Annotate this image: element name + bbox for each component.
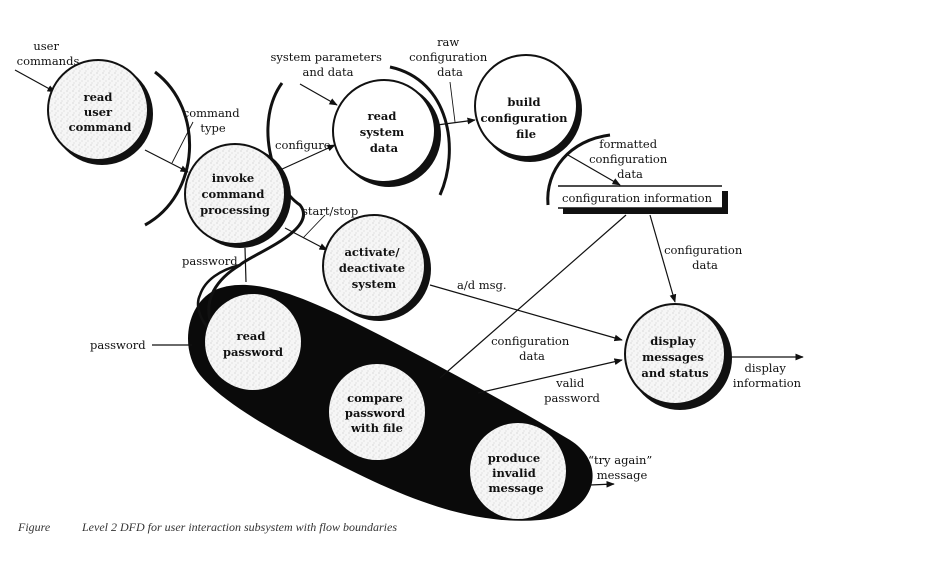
flow-config-data-right bbox=[649, 214, 677, 303]
flow-label-command-type: command type bbox=[183, 106, 243, 135]
flow-start-stop bbox=[284, 227, 328, 251]
process-compare-password-with-file bbox=[329, 364, 425, 460]
process-activate-deactivate-system bbox=[322, 214, 431, 321]
process-label-activate-deactivate-system: activate/ deactivate system bbox=[339, 245, 409, 291]
flow-label-start-stop: start/stop bbox=[302, 204, 358, 218]
flow-password-internal bbox=[244, 247, 247, 283]
flow-valid-password bbox=[477, 358, 623, 394]
flow-label-raw-configuration-data: raw configuration data bbox=[409, 35, 491, 79]
flow-label-system-parameters: system parameters and data bbox=[270, 50, 385, 79]
process-produce-invalid-message bbox=[470, 423, 566, 519]
process-read-user-command bbox=[47, 59, 153, 165]
flow-configure bbox=[279, 144, 336, 171]
process-label-compare-password-with-file: compare password with file bbox=[345, 391, 409, 435]
flow-ad-msg bbox=[429, 284, 623, 342]
process-read-system-data bbox=[332, 79, 441, 187]
flow-boundary-arc-1 bbox=[144, 70, 192, 227]
flow-label-display-information: display information bbox=[733, 361, 802, 390]
process-invoke-command-processing bbox=[184, 143, 291, 248]
flow-user-commands bbox=[14, 69, 56, 93]
process-label-display-messages-and-status: display messages and status bbox=[641, 334, 708, 380]
process-label-read-password: read password bbox=[223, 329, 283, 359]
figure-caption-label: Figure bbox=[18, 520, 51, 534]
flow-label-configuration-data-right: configuration data bbox=[664, 243, 746, 272]
flow-system-parameters bbox=[299, 83, 338, 106]
figure-caption-text: Level 2 DFD for user interaction subsyst… bbox=[82, 520, 397, 534]
flow-boundary-arc-2 bbox=[207, 82, 305, 321]
flow-label-configuration-data-mid: configuration data bbox=[491, 334, 573, 363]
flow-try-again bbox=[589, 480, 615, 488]
flow-label-password-internal: password bbox=[182, 254, 238, 268]
flow-formatted-config bbox=[567, 154, 621, 186]
flow-raw-config-leader bbox=[449, 81, 456, 123]
flow-label-configure: configure bbox=[275, 138, 331, 152]
flow-command-type-leader bbox=[171, 121, 194, 164]
process-read-password bbox=[205, 294, 301, 390]
process-label-read-system-data: read system data bbox=[360, 109, 408, 155]
data-store-configuration-information: configuration information bbox=[558, 185, 728, 214]
flow-label-user-commands: user commands bbox=[17, 39, 80, 68]
flow-label-valid-password: valid password bbox=[544, 376, 600, 405]
process-label-invoke-command-processing: invoke command processing bbox=[200, 171, 270, 217]
flow-start-stop-leader bbox=[302, 214, 326, 239]
flow-raw-config bbox=[436, 117, 476, 126]
flow-label-ad-msg: a/d msg. bbox=[457, 278, 507, 292]
data-store-label: configuration information bbox=[562, 191, 713, 205]
flow-label-formatted-configuration-data: formatted configuration data bbox=[589, 137, 671, 181]
flow-boundary-arc-5 bbox=[196, 263, 241, 331]
process-label-build-configuration-file: build configuration file bbox=[480, 95, 571, 141]
process-display-messages-and-status bbox=[624, 303, 732, 410]
flow-command-type bbox=[144, 149, 189, 173]
flow-label-try-again-message: “try again” message bbox=[588, 453, 656, 482]
process-build-configuration-file bbox=[474, 54, 582, 162]
flow-config-data-mid bbox=[439, 214, 627, 379]
flow-label-password-external: password bbox=[90, 338, 146, 352]
process-label-produce-invalid-message: produce invalid message bbox=[488, 451, 545, 495]
flow-boundary-arc-4 bbox=[546, 133, 611, 206]
flow-boundary-arc-3 bbox=[389, 65, 451, 196]
process-label-read-user-command: read user command bbox=[69, 90, 132, 134]
